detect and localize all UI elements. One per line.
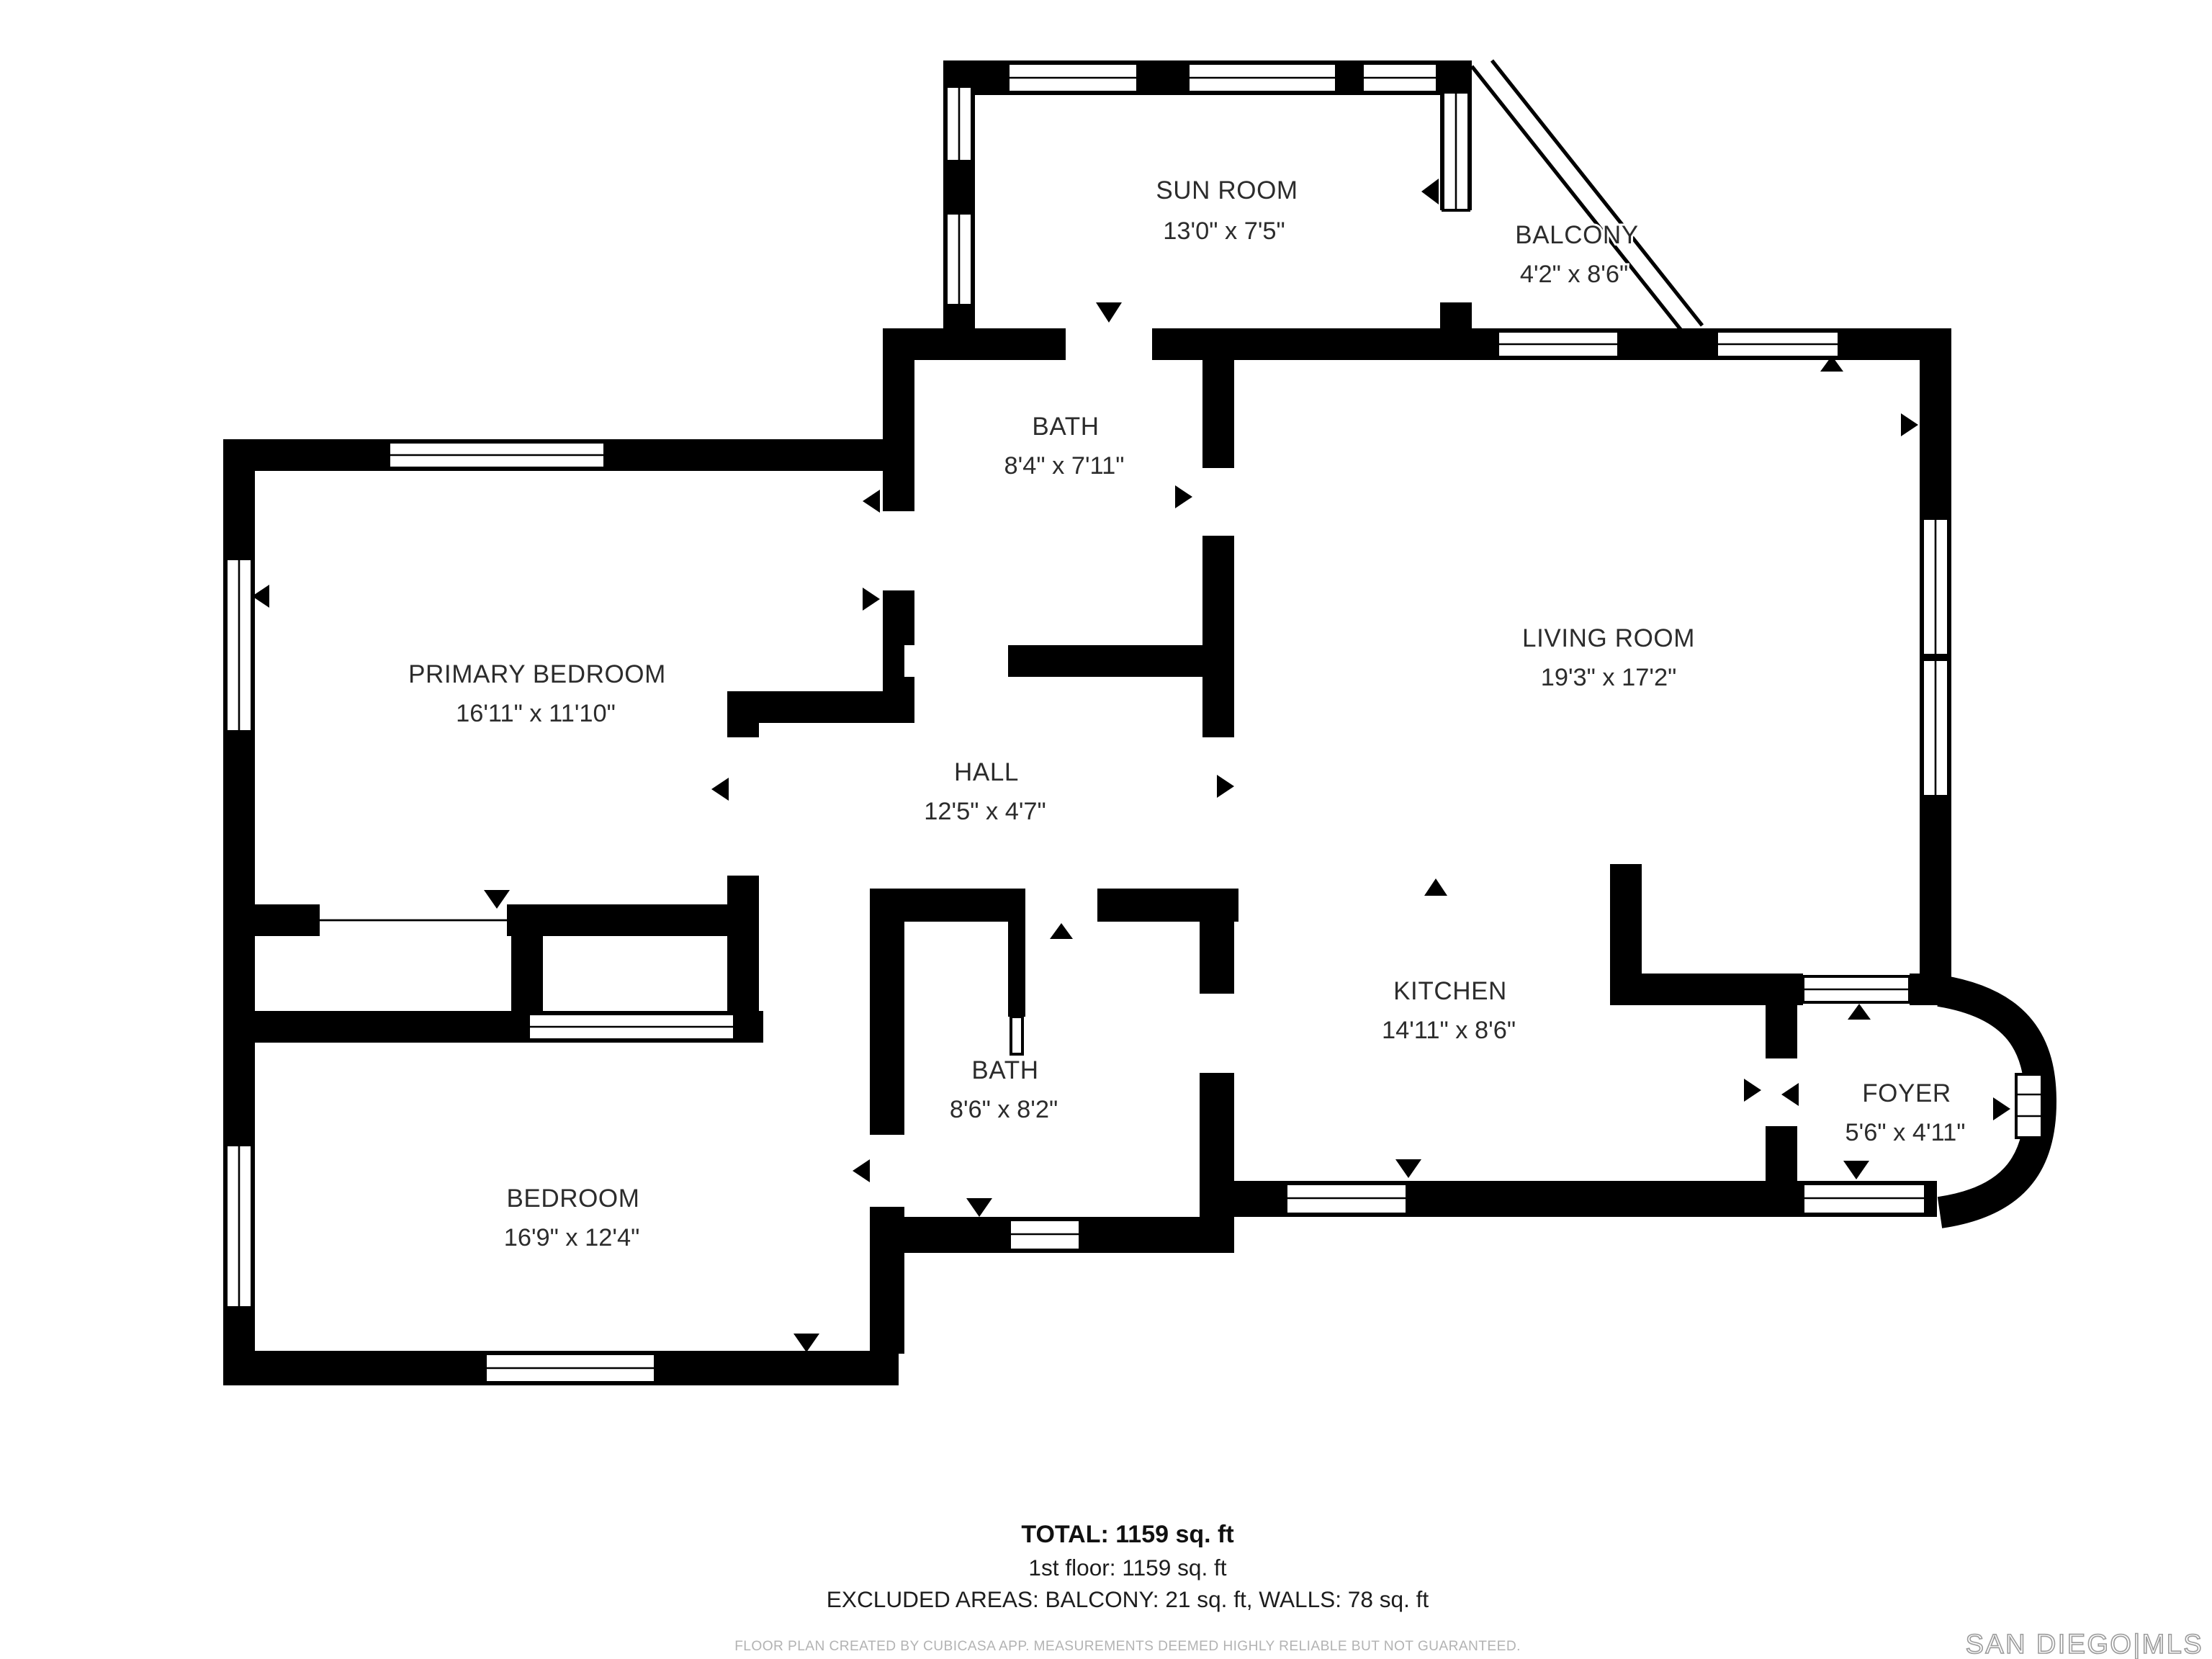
window xyxy=(1442,91,1470,212)
summary-block: TOTAL: 1159 sq. ft 1st floor: 1159 sq. f… xyxy=(734,1521,1521,1654)
room-label-living: LIVING ROOM xyxy=(1522,624,1695,652)
window xyxy=(225,1143,253,1309)
window xyxy=(1802,975,1911,1004)
room-dims-foyer: 5'6" x 4'11" xyxy=(1845,1119,1966,1146)
room-label-kitchen: KITCHEN xyxy=(1393,977,1507,1005)
window xyxy=(1008,1218,1082,1251)
room-label-hall: HALL xyxy=(954,758,1019,786)
room-dims-sunroom: 13'0" x 7'5" xyxy=(1163,217,1285,245)
balcony-railing xyxy=(1470,59,1704,333)
room-dims-kitchen: 14'11" x 8'6" xyxy=(1382,1017,1516,1044)
windows xyxy=(225,62,2044,1384)
total-area-text: TOTAL: 1159 sq. ft xyxy=(1021,1521,1233,1548)
closet-sliding-door xyxy=(527,1012,736,1041)
window xyxy=(945,85,974,163)
window xyxy=(484,1352,657,1384)
room-label-balcony: BALCONY xyxy=(1515,221,1638,249)
window xyxy=(1007,62,1139,94)
floor-area-text: 1st floor: 1159 sq. ft xyxy=(1028,1555,1226,1581)
window xyxy=(1921,517,1950,657)
window xyxy=(1715,330,1840,359)
room-label-bath-upper: BATH xyxy=(1032,413,1099,441)
disclaimer-text: FLOOR PLAN CREATED BY CUBICASA APP. MEAS… xyxy=(734,1639,1521,1654)
window xyxy=(945,212,974,307)
room-dims-living: 19'3" x 17'2" xyxy=(1541,664,1677,691)
room-dims-bath-upper: 8'4" x 7'11" xyxy=(1004,452,1125,480)
door-openings xyxy=(320,210,1797,1207)
room-label-primary: PRIMARY BEDROOM xyxy=(408,660,666,688)
window xyxy=(1285,1182,1408,1215)
window xyxy=(1496,330,1620,359)
room-dims-balcony: 4'2" x 8'6" xyxy=(1520,261,1628,288)
window xyxy=(1187,62,1338,94)
mls-watermark: SAN DIEGO|MLS xyxy=(1966,1629,2203,1659)
room-dims-primary: 16'11" x 11'10" xyxy=(456,700,616,727)
room-label-foyer: FOYER xyxy=(1862,1079,1951,1107)
door-markers xyxy=(252,179,2010,1352)
room-labels: SUN ROOM 13'0" x 7'5" BALCONY 4'2" x 8'6… xyxy=(406,174,1967,1254)
room-dims-hall: 12'5" x 4'7" xyxy=(924,798,1046,825)
window xyxy=(225,557,253,733)
window xyxy=(2015,1073,2044,1139)
window xyxy=(1361,62,1439,94)
room-dims-bedroom: 16'9" x 12'4" xyxy=(504,1224,640,1251)
window xyxy=(1921,658,1950,798)
window xyxy=(387,441,606,469)
room-label-bedroom: BEDROOM xyxy=(506,1184,639,1213)
room-label-sunroom: SUN ROOM xyxy=(1156,176,1298,204)
window xyxy=(1802,1182,1927,1215)
room-label-bath-lower: BATH xyxy=(971,1056,1038,1084)
excluded-area-text: EXCLUDED AREAS: BALCONY: 21 sq. ft, WALL… xyxy=(827,1586,1429,1612)
room-dims-bath-lower: 8'6" x 8'2" xyxy=(950,1096,1058,1123)
shower-door-slit xyxy=(1010,1015,1024,1056)
